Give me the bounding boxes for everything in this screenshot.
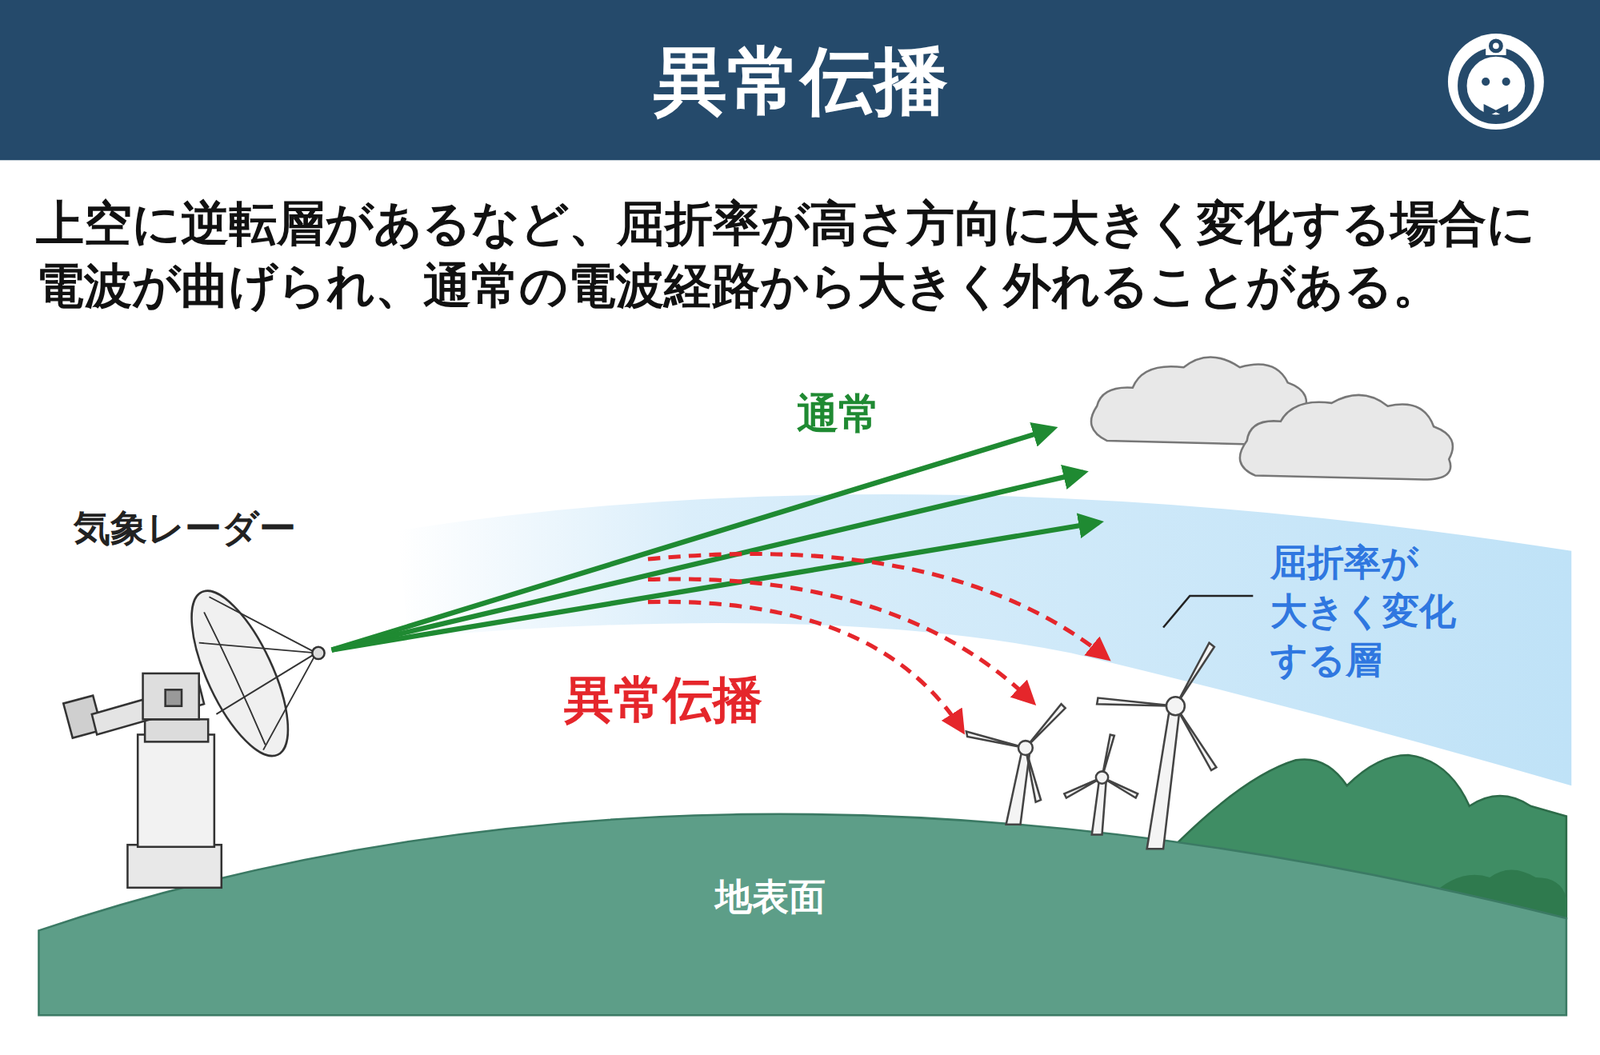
- cloud: [1091, 356, 1453, 480]
- logo-icon: [1448, 33, 1544, 130]
- ground-label: 地表面: [715, 876, 826, 920]
- radar-label: 気象レーダー: [73, 506, 296, 551]
- title: 異常伝播: [653, 37, 948, 126]
- leader-line: [1163, 596, 1253, 628]
- refraction-layer: [397, 494, 1572, 786]
- normal-label: 通常: [796, 388, 880, 438]
- weather-radar: [63, 578, 324, 888]
- normal-beam: [332, 428, 1100, 651]
- ground: [38, 814, 1566, 1016]
- anomalous-label: 異常伝播: [564, 670, 763, 730]
- description-text: 上空に逆転層があるなど、屈折率が高さ方向に大きく変化する場合に電波が曲げられ、通…: [36, 192, 1539, 317]
- wind-turbine: [966, 643, 1217, 850]
- title-bar: [0, 0, 1600, 160]
- layer-label: 屈折率が 大きく変化 する層: [1270, 538, 1466, 684]
